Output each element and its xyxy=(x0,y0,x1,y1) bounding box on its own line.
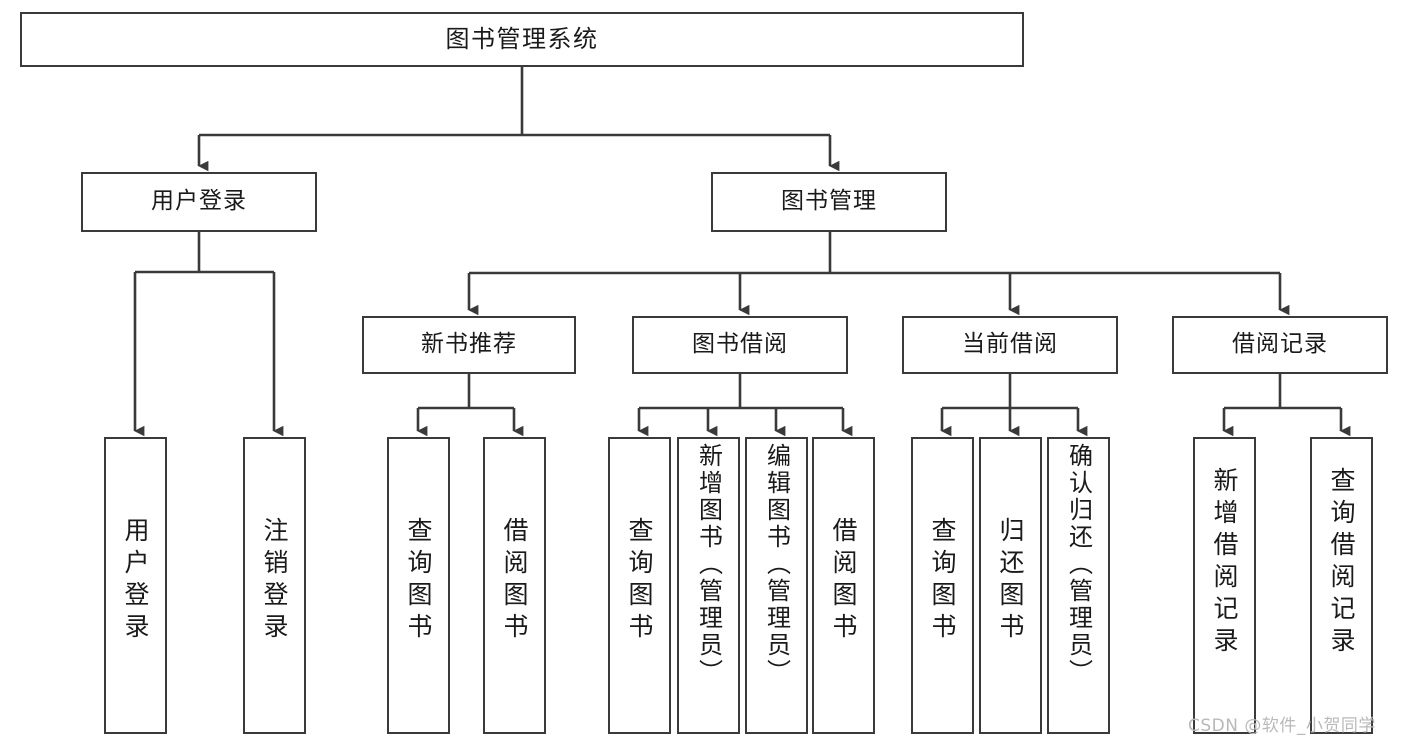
node-book-manage[interactable]: 图书管理 xyxy=(711,172,947,232)
node-root-label: 图书管理系统 xyxy=(445,25,599,54)
node-book-borrow-label: 图书借阅 xyxy=(692,331,788,358)
leaf-edit-book[interactable]: 编辑图书（管理员） xyxy=(745,437,808,734)
leaf-borrow-book-2[interactable]: 借阅图书 xyxy=(812,437,875,734)
leaf-query-book-3[interactable]: 查询图书 xyxy=(911,437,974,734)
leaf-user-login-label: 用户登录 xyxy=(121,517,150,645)
node-borrow-record[interactable]: 借阅记录 xyxy=(1172,316,1388,374)
node-new-book-rec-label: 新书推荐 xyxy=(421,331,517,358)
node-borrow-record-label: 借阅记录 xyxy=(1232,331,1328,358)
node-new-book-rec[interactable]: 新书推荐 xyxy=(362,316,576,374)
node-user-login[interactable]: 用户登录 xyxy=(81,172,317,232)
leaf-add-book[interactable]: 新增图书（管理员） xyxy=(677,437,740,734)
leaf-return-book-label: 归还图书 xyxy=(996,517,1025,645)
leaf-add-record-label: 新增借阅记录 xyxy=(1210,467,1239,659)
node-book-borrow[interactable]: 图书借阅 xyxy=(632,316,848,374)
leaf-query-book-1[interactable]: 查询图书 xyxy=(387,437,450,734)
leaf-query-book-2-label: 查询图书 xyxy=(625,517,654,645)
node-root[interactable]: 图书管理系统 xyxy=(20,12,1024,67)
leaf-borrow-book-1-label: 借阅图书 xyxy=(500,517,529,645)
csdn-watermark: CSDN @软件_小贺同学 xyxy=(1188,716,1376,736)
leaf-user-login[interactable]: 用户登录 xyxy=(104,437,167,734)
leaf-query-book-3-label: 查询图书 xyxy=(928,517,957,645)
node-current-borrow[interactable]: 当前借阅 xyxy=(902,316,1118,374)
leaf-add-record[interactable]: 新增借阅记录 xyxy=(1193,437,1256,734)
leaf-query-book-1-label: 查询图书 xyxy=(404,517,433,645)
leaf-query-record-label: 查询借阅记录 xyxy=(1327,467,1356,659)
leaf-user-logout-label: 注销登录 xyxy=(260,517,289,645)
leaf-borrow-book-2-label: 借阅图书 xyxy=(829,517,858,645)
leaf-edit-book-label: 编辑图书（管理员） xyxy=(762,443,791,686)
node-book-manage-label: 图书管理 xyxy=(781,188,877,215)
leaf-user-logout[interactable]: 注销登录 xyxy=(243,437,306,734)
leaf-query-book-2[interactable]: 查询图书 xyxy=(608,437,671,734)
leaf-add-book-label: 新增图书（管理员） xyxy=(694,443,723,686)
leaf-confirm-return[interactable]: 确认归还（管理员） xyxy=(1047,437,1110,734)
leaf-borrow-book-1[interactable]: 借阅图书 xyxy=(483,437,546,734)
leaf-query-record[interactable]: 查询借阅记录 xyxy=(1310,437,1373,734)
node-user-login-label: 用户登录 xyxy=(151,188,247,215)
node-current-borrow-label: 当前借阅 xyxy=(962,331,1058,358)
leaf-return-book[interactable]: 归还图书 xyxy=(979,437,1042,734)
leaf-confirm-return-label: 确认归还（管理员） xyxy=(1064,443,1093,686)
